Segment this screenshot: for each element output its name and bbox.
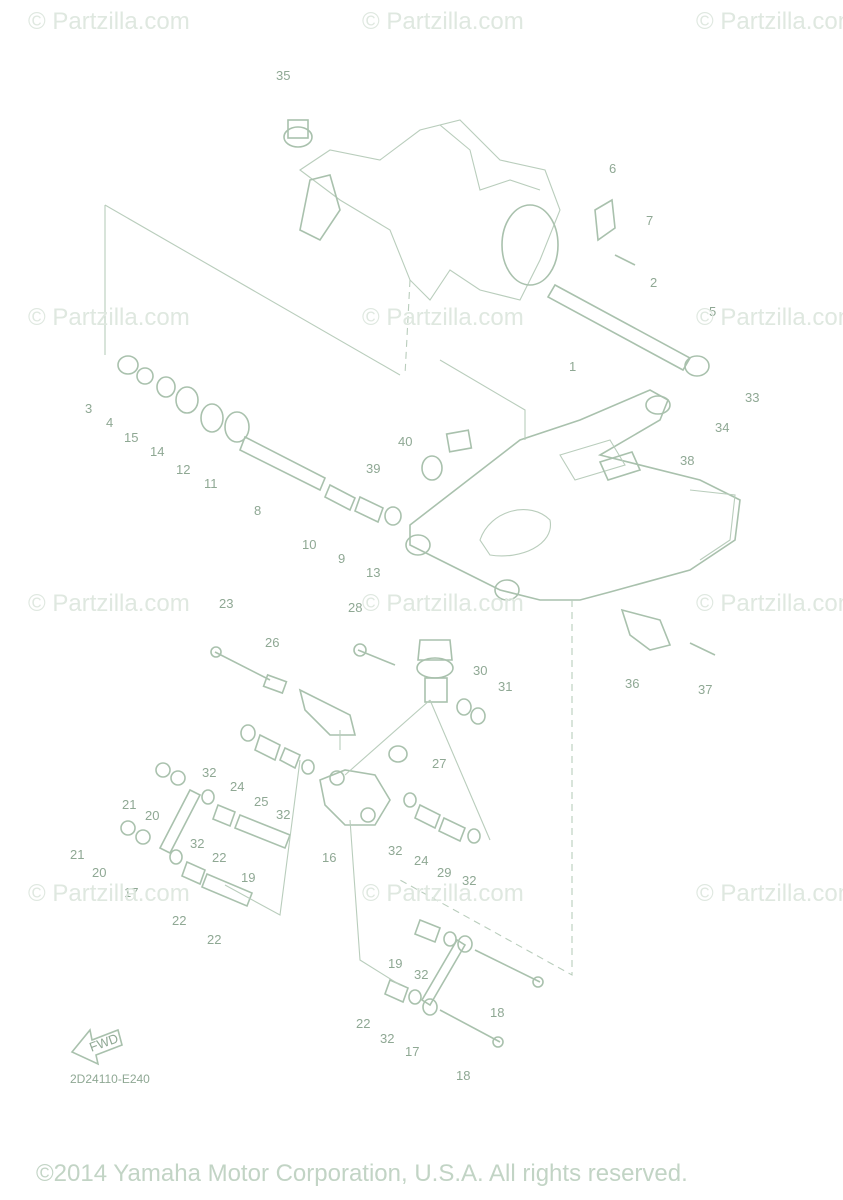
callout-32: 32 bbox=[388, 843, 402, 858]
part-30-31 bbox=[456, 698, 486, 725]
callout-30: 30 bbox=[473, 663, 487, 678]
callout-32: 32 bbox=[202, 765, 216, 780]
watermark: © Partzilla.com bbox=[362, 880, 524, 907]
callout-35: 35 bbox=[276, 68, 290, 83]
callout-22: 22 bbox=[212, 850, 226, 865]
callout-28: 28 bbox=[348, 600, 362, 615]
watermark: © Partzilla.com bbox=[696, 8, 843, 35]
callout-11: 11 bbox=[204, 476, 218, 491]
callout-25: 25 bbox=[254, 794, 268, 809]
forward-arrow-icon: FWD bbox=[70, 1028, 123, 1066]
callout-27: 27 bbox=[432, 756, 446, 771]
callout-5: 5 bbox=[709, 304, 716, 319]
callout-26: 26 bbox=[265, 635, 279, 650]
part-39 bbox=[421, 455, 443, 481]
callout-36: 36 bbox=[625, 676, 639, 691]
callout-15: 15 bbox=[124, 430, 138, 445]
callout-34: 34 bbox=[715, 420, 729, 435]
callout-6: 6 bbox=[609, 161, 616, 176]
shock-absorber bbox=[416, 639, 454, 703]
callout-20: 20 bbox=[92, 865, 106, 880]
part-27 bbox=[388, 745, 408, 763]
callout-32: 32 bbox=[190, 836, 204, 851]
left-collars bbox=[120, 724, 315, 908]
callout-24: 24 bbox=[414, 853, 428, 868]
watermark: © Partzilla.com bbox=[696, 880, 843, 907]
part-38 bbox=[598, 451, 642, 481]
diagram-code: 2D24110-E240 bbox=[70, 1072, 150, 1086]
bearing-stack bbox=[117, 355, 402, 526]
callout-32: 32 bbox=[380, 1031, 394, 1046]
part-2-pivot-shaft bbox=[546, 283, 710, 377]
callout-32: 32 bbox=[276, 807, 290, 822]
part-26 bbox=[262, 673, 288, 695]
bracket bbox=[298, 688, 357, 736]
callout-32: 32 bbox=[462, 873, 476, 888]
callout-2: 2 bbox=[650, 275, 657, 290]
callout-17: 17 bbox=[124, 885, 138, 900]
callout-9: 9 bbox=[338, 551, 345, 566]
callout-18: 18 bbox=[490, 1005, 504, 1020]
watermark: © Partzilla.com bbox=[28, 304, 190, 331]
part-16-relay-arm bbox=[319, 769, 391, 826]
watermark: © Partzilla.com bbox=[28, 8, 190, 35]
callout-31: 31 bbox=[498, 679, 512, 694]
part-7 bbox=[614, 254, 636, 266]
part-36-chain-guide bbox=[620, 608, 672, 651]
callout-23: 23 bbox=[219, 596, 233, 611]
part-1-swingarm bbox=[405, 389, 741, 601]
watermark: © Partzilla.com bbox=[696, 304, 843, 331]
callout-19: 19 bbox=[241, 870, 255, 885]
callout-33: 33 bbox=[745, 390, 759, 405]
callout-22: 22 bbox=[207, 932, 221, 947]
copyright-notice: ©2014 Yamaha Motor Corporation, U.S.A. A… bbox=[36, 1160, 688, 1187]
callout-32: 32 bbox=[414, 967, 428, 982]
callout-38: 38 bbox=[680, 453, 694, 468]
callout-14: 14 bbox=[150, 444, 164, 459]
part-37 bbox=[689, 642, 716, 656]
part-28-bolt bbox=[353, 643, 396, 666]
callout-10: 10 bbox=[302, 537, 316, 552]
part-6 bbox=[594, 198, 616, 242]
callout-17: 17 bbox=[405, 1044, 419, 1059]
callout-20: 20 bbox=[145, 808, 159, 823]
fwd-label: FWD bbox=[87, 1030, 120, 1054]
callout-37: 37 bbox=[698, 682, 712, 697]
callout-19: 19 bbox=[388, 956, 402, 971]
alignment-lines bbox=[104, 204, 573, 986]
frame-outline bbox=[299, 119, 561, 301]
right-collars bbox=[403, 792, 481, 844]
callout-16: 16 bbox=[322, 850, 336, 865]
callout-12: 12 bbox=[176, 462, 190, 477]
watermark: © Partzilla.com bbox=[362, 590, 524, 617]
watermark: © Partzilla.com bbox=[28, 880, 190, 907]
callout-29: 29 bbox=[437, 865, 451, 880]
callout-22: 22 bbox=[172, 913, 186, 928]
watermark: © Partzilla.com bbox=[696, 590, 843, 617]
callout-22: 22 bbox=[356, 1016, 370, 1031]
callout-21: 21 bbox=[122, 797, 136, 812]
callout-18: 18 bbox=[456, 1068, 470, 1083]
part-40 bbox=[445, 429, 473, 453]
callout-7: 7 bbox=[646, 213, 653, 228]
callout-4: 4 bbox=[106, 415, 113, 430]
callout-39: 39 bbox=[366, 461, 380, 476]
callout-1: 1 bbox=[569, 359, 576, 374]
watermark: © Partzilla.com bbox=[28, 590, 190, 617]
watermark: © Partzilla.com bbox=[362, 8, 524, 35]
callout-24: 24 bbox=[230, 779, 244, 794]
lower-links bbox=[383, 918, 544, 1048]
callout-8: 8 bbox=[254, 503, 261, 518]
callout-40: 40 bbox=[398, 434, 412, 449]
watermark: © Partzilla.com bbox=[362, 304, 524, 331]
part-23-bolt bbox=[210, 646, 271, 681]
callout-13: 13 bbox=[366, 565, 380, 580]
callout-3: 3 bbox=[85, 401, 92, 416]
callout-21: 21 bbox=[70, 847, 84, 862]
part-35 bbox=[283, 119, 313, 148]
